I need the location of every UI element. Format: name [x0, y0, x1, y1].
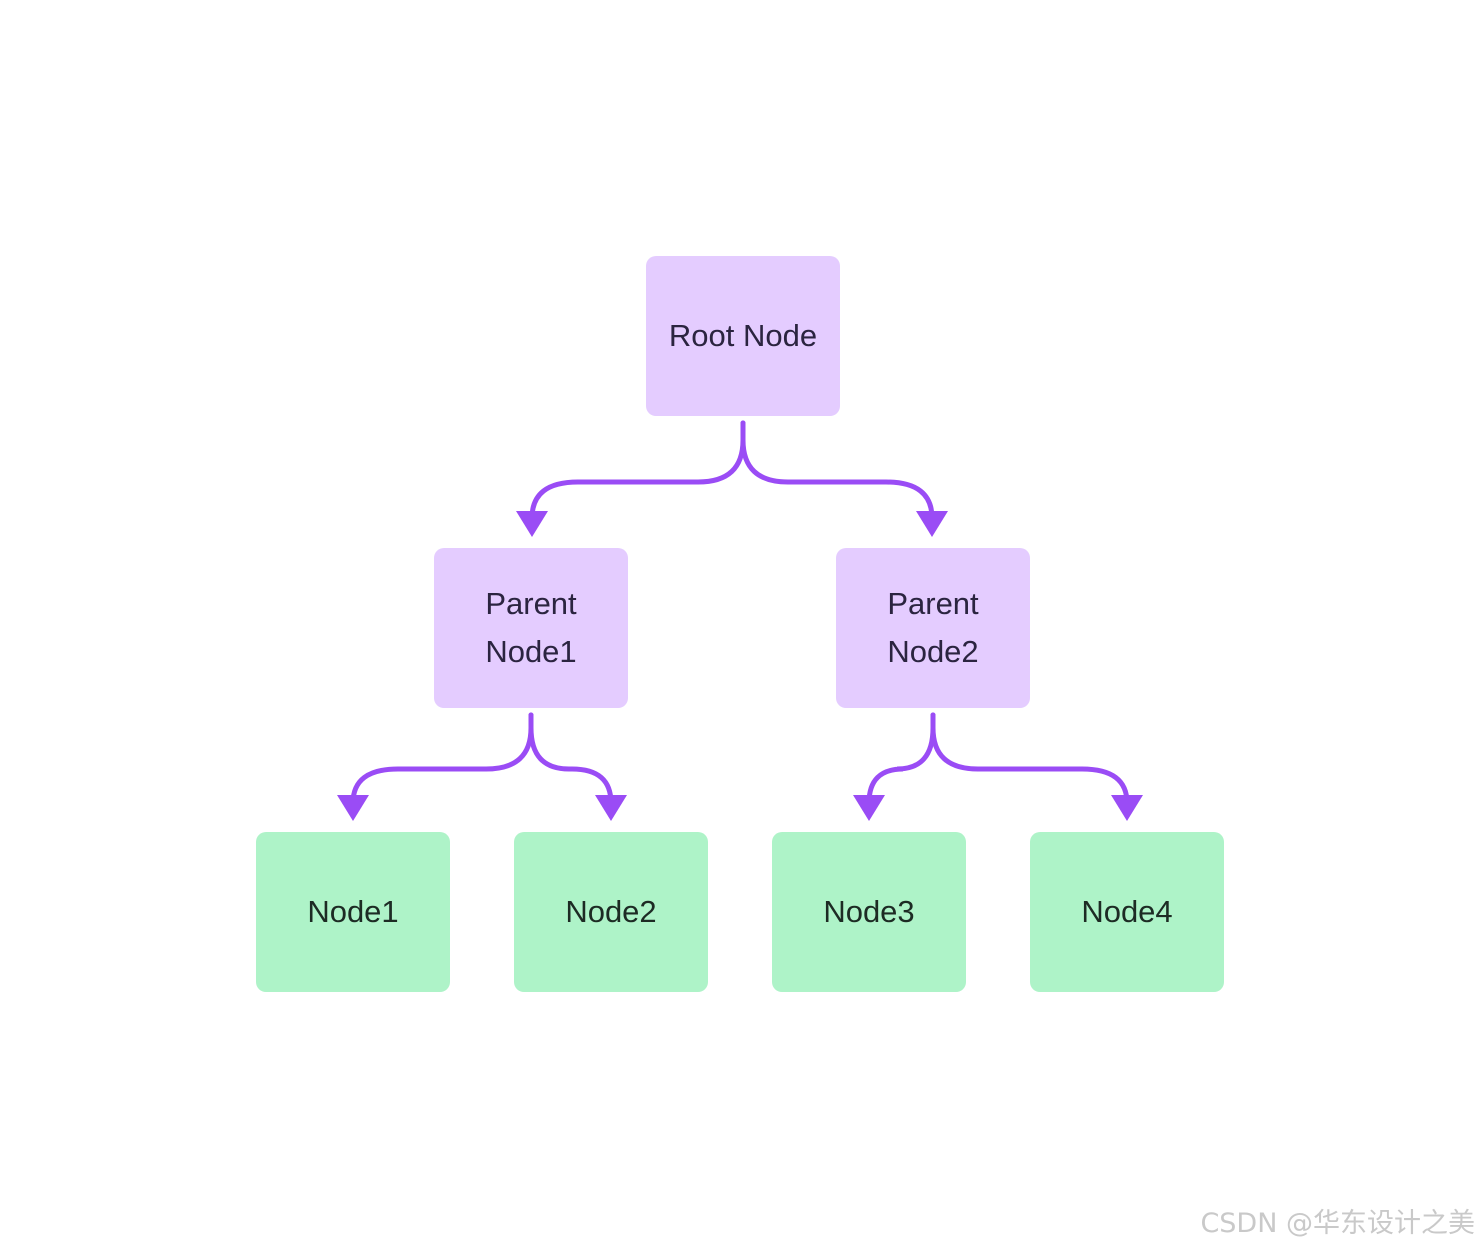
edge-parent2-to-leaf3 [866, 712, 936, 806]
arrowhead-leaf3 [853, 795, 885, 821]
arrowhead-leaf4 [1111, 795, 1143, 821]
edge-parent1-to-leaf1 [350, 712, 534, 806]
root-node: Root Node [646, 256, 840, 416]
leaf-node-1-label: Node1 [307, 894, 399, 929]
parent-node-1: Parent Node1 [434, 548, 628, 708]
edge-root-to-parent2 [740, 420, 935, 521]
edge-parent1-to-leaf2 [528, 712, 614, 806]
leaf-node-4-label: Node4 [1081, 894, 1173, 929]
parent-node-1-label-line-2: Node1 [485, 634, 577, 669]
parent-node-1-label-line-1: Parent [485, 586, 577, 621]
parent-node-2: Parent Node2 [836, 548, 1030, 708]
watermark: CSDN @华东设计之美 [1200, 1208, 1475, 1239]
arrowhead-parent2 [916, 511, 948, 537]
leaf-node-2: Node2 [514, 832, 708, 992]
arrowhead-parent1 [516, 511, 548, 537]
root-node-label: Root Node [668, 318, 818, 353]
leaf-node-3: Node3 [772, 832, 966, 992]
leaf-node-3-label: Node3 [823, 894, 915, 929]
leaf-node-4: Node4 [1030, 832, 1224, 992]
leaf-node-2-label: Node2 [565, 894, 657, 929]
edge-parent2-to-leaf4 [930, 712, 1130, 806]
parent-node-2-label-line-1: Parent [887, 586, 979, 621]
arrowhead-leaf2 [595, 795, 627, 821]
edge-root-to-parent1 [529, 420, 746, 521]
arrowhead-leaf1 [337, 795, 369, 821]
leaf-node-1: Node1 [256, 832, 450, 992]
parent-node-2-label-line-2: Node2 [887, 634, 979, 669]
